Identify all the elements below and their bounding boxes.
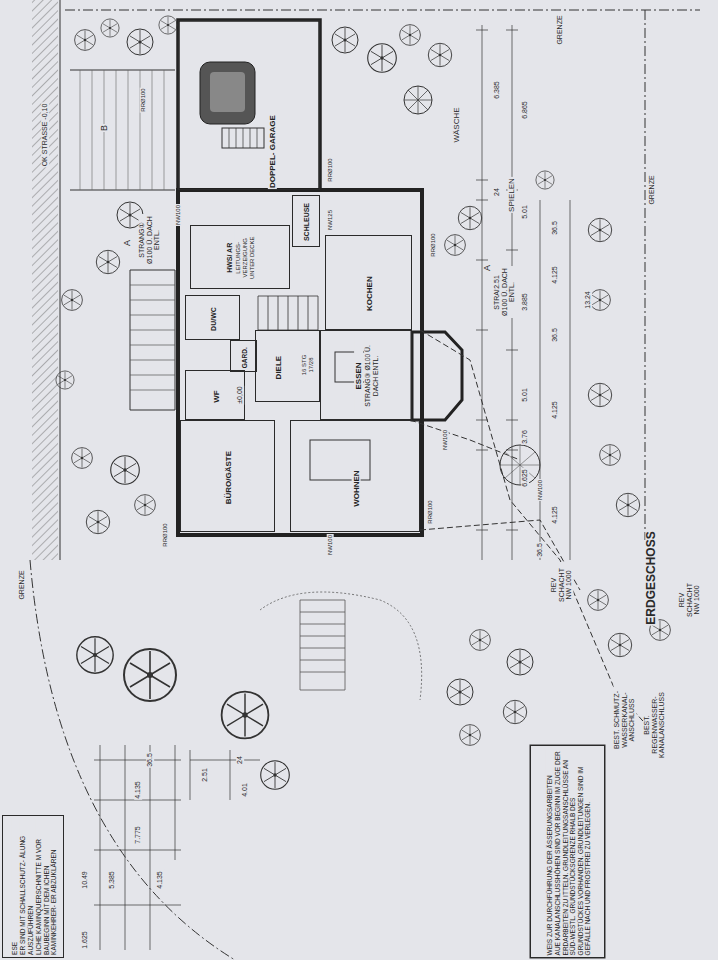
room-name: BÜRO/GÄSTE <box>224 449 233 504</box>
room-box: WOHNEN <box>290 420 420 532</box>
plan-annotation: ±0,00 <box>236 385 244 404</box>
plan-annotation: BEST. SCHMUTZ-WASSERKANAL-ANSCHLUSS <box>613 684 636 756</box>
plan-annotation: GRENZE <box>18 569 26 600</box>
room-box: DOPPEL- GARAGE <box>178 20 320 190</box>
room-box: GARD. <box>230 340 257 372</box>
room-box: BÜRO/GÄSTE <box>180 420 275 532</box>
plan-annotation: 24 <box>493 187 501 197</box>
plan-annotation: RRØ100 <box>327 157 334 182</box>
plan-annotation: NW100 <box>175 204 182 226</box>
room-text-group: WOHNEN <box>351 469 362 507</box>
plan-annotation: GRENZE <box>556 14 564 45</box>
room-box: HWS/ ARLEITUNGS- VERZEIGUNG UNTER DECKE <box>190 225 290 289</box>
plan-annotation: 16 STG 17/28 <box>301 350 314 380</box>
room-note: LEITUNGS- VERZEIGUNG UNTER DECKE <box>235 229 256 287</box>
plan-annotation: 4.125 <box>551 400 559 420</box>
plan-annotation: NW100 <box>537 479 544 501</box>
room-text-group: SCHLEUSE <box>302 202 312 242</box>
room-name: WEIS ZUR DURCHFÜHRUNG DER ÄSSERUNGSARBEI… <box>546 749 553 956</box>
plan-annotation: 4.125 <box>551 505 559 525</box>
room-note: STRANG③ Ø100 Ü. DACH ENTL. <box>364 334 380 418</box>
room-text-group: ESEER SIND MIT SCHALLSCHUTZ- ÄLUNG AUSZU… <box>10 819 59 956</box>
room-name: KOCHEN <box>365 275 374 312</box>
room-note: AUE KANALANSCHLUSSHÖHEN SIND VOR BEGINN … <box>554 749 591 956</box>
plan-annotation: 4.125 <box>551 265 559 285</box>
room-text-group: DIELE <box>273 354 284 380</box>
plan-annotation: 4.01 <box>241 782 249 798</box>
room-name: DIELE <box>274 354 283 380</box>
room-name: SCHLEUSE <box>303 202 311 242</box>
plan-annotation: NW100 <box>442 429 449 451</box>
room-text-group: WEIS ZUR DURCHFÜHRUNG DER ÄSSERUNGSARBEI… <box>545 749 593 956</box>
room-text-group: HWS/ ARLEITUNGS- VERZEIGUNG UNTER DECKE <box>225 229 257 287</box>
room-text-group: KOCHEN <box>364 275 375 312</box>
plan-annotation: 24 <box>236 755 244 765</box>
plan-annotation: 13.24 <box>584 290 592 310</box>
plan-annotation: 3.76 <box>521 429 529 445</box>
plan-annotation: 1.625 <box>81 930 89 950</box>
plan-annotation: NW125 <box>327 209 334 231</box>
room-name: ESSEN <box>354 334 363 418</box>
room-name: HWS/ AR <box>226 229 234 287</box>
plan-annotation: GRENZE <box>648 174 656 205</box>
room-text-group: GARD. <box>240 346 249 369</box>
plan-annotation: 4.135 <box>134 780 142 800</box>
room-box: SCHLEUSE <box>292 195 320 247</box>
plan-annotation: 36.5 <box>146 752 154 768</box>
room-box: KOCHEN <box>325 235 412 330</box>
plan-annotation: 36.5 <box>551 220 559 236</box>
room-name: ESE <box>11 819 18 956</box>
plan-annotation: NW100 <box>327 534 334 556</box>
room-text-group: ESSENSTRANG③ Ø100 Ü. DACH ENTL. <box>353 334 381 418</box>
plan-annotation: 2.51 <box>493 274 501 290</box>
room-name: DU/WC <box>209 306 217 332</box>
room-box: ESSENSTRANG③ Ø100 Ü. DACH ENTL. <box>320 330 412 420</box>
room-box: DU/WC <box>185 295 240 340</box>
plan-annotation: 36.5 <box>536 542 544 558</box>
room-name: WOHNEN <box>352 469 361 507</box>
room-name: GARD. <box>241 346 248 369</box>
plan-annotation: 4.135 <box>156 870 164 890</box>
plan-annotation: 6.625 <box>521 468 529 488</box>
room-text-group: WF <box>211 389 222 403</box>
plan-annotation: A <box>483 264 493 272</box>
plan-annotation: OK STRASSE -0,10 <box>41 103 49 168</box>
plan-annotation: 36.5 <box>551 327 559 343</box>
room-note: LICHE KAMINQUERSCHNITTE M VOR BAUBEGINN … <box>35 819 57 956</box>
plan-annotation: WÄSCHE <box>453 106 462 143</box>
note-box: WEIS ZUR DURCHFÜHRUNG DER ÄSSERUNGSARBEI… <box>530 745 605 958</box>
plan-annotation: STRANG① Ø100 Ü. DACH ENTL. <box>138 214 161 266</box>
plan-annotation: B <box>100 124 110 132</box>
room-text-group: DU/WC <box>208 306 218 332</box>
plan-annotation: A <box>123 239 133 247</box>
plan-annotation: RRØ100 <box>430 232 437 257</box>
plan-annotation: 6.865 <box>521 100 529 120</box>
plan-annotation: RRØ100 <box>140 87 147 112</box>
plan-annotation: 6.385 <box>493 80 501 100</box>
room-name: DOPPEL- GARAGE <box>268 114 277 189</box>
plan-annotation: RRØ100 <box>427 499 434 524</box>
room-text-group: BÜRO/GÄSTE <box>223 449 234 504</box>
plan-annotation: RRØ100 <box>162 522 169 547</box>
plan-annotation: 5.01 <box>521 204 529 220</box>
note-box: ESEER SIND MIT SCHALLSCHUTZ- ÄLUNG AUSZU… <box>2 815 64 958</box>
plan-annotation: 3.885 <box>521 292 529 312</box>
room-note: ER SIND MIT SCHALLSCHUTZ- ÄLUNG AUSZUFÜH… <box>19 819 34 956</box>
room-name: WF <box>212 389 221 403</box>
plan-annotation: 7.775 <box>134 825 142 845</box>
plan-annotation: 10.49 <box>81 870 89 890</box>
plan-annotation: 5.01 <box>521 387 529 403</box>
plan-annotation: BEST. REGENWASSER-KANALANSCHLUSS <box>643 689 666 761</box>
plan-title: ERDGESCHOSS <box>645 530 658 625</box>
plan-annotation: 2.51 <box>201 767 209 783</box>
plan-annotation: 5.385 <box>108 870 116 890</box>
plan-annotation: REV SCHACHT NW 1000 <box>550 562 573 608</box>
plan-annotation: SPIELEN <box>508 177 517 213</box>
room-text-group: DOPPEL- GARAGE <box>267 114 278 189</box>
plan-annotation: REV SCHACHT NW 1000 <box>678 577 701 623</box>
